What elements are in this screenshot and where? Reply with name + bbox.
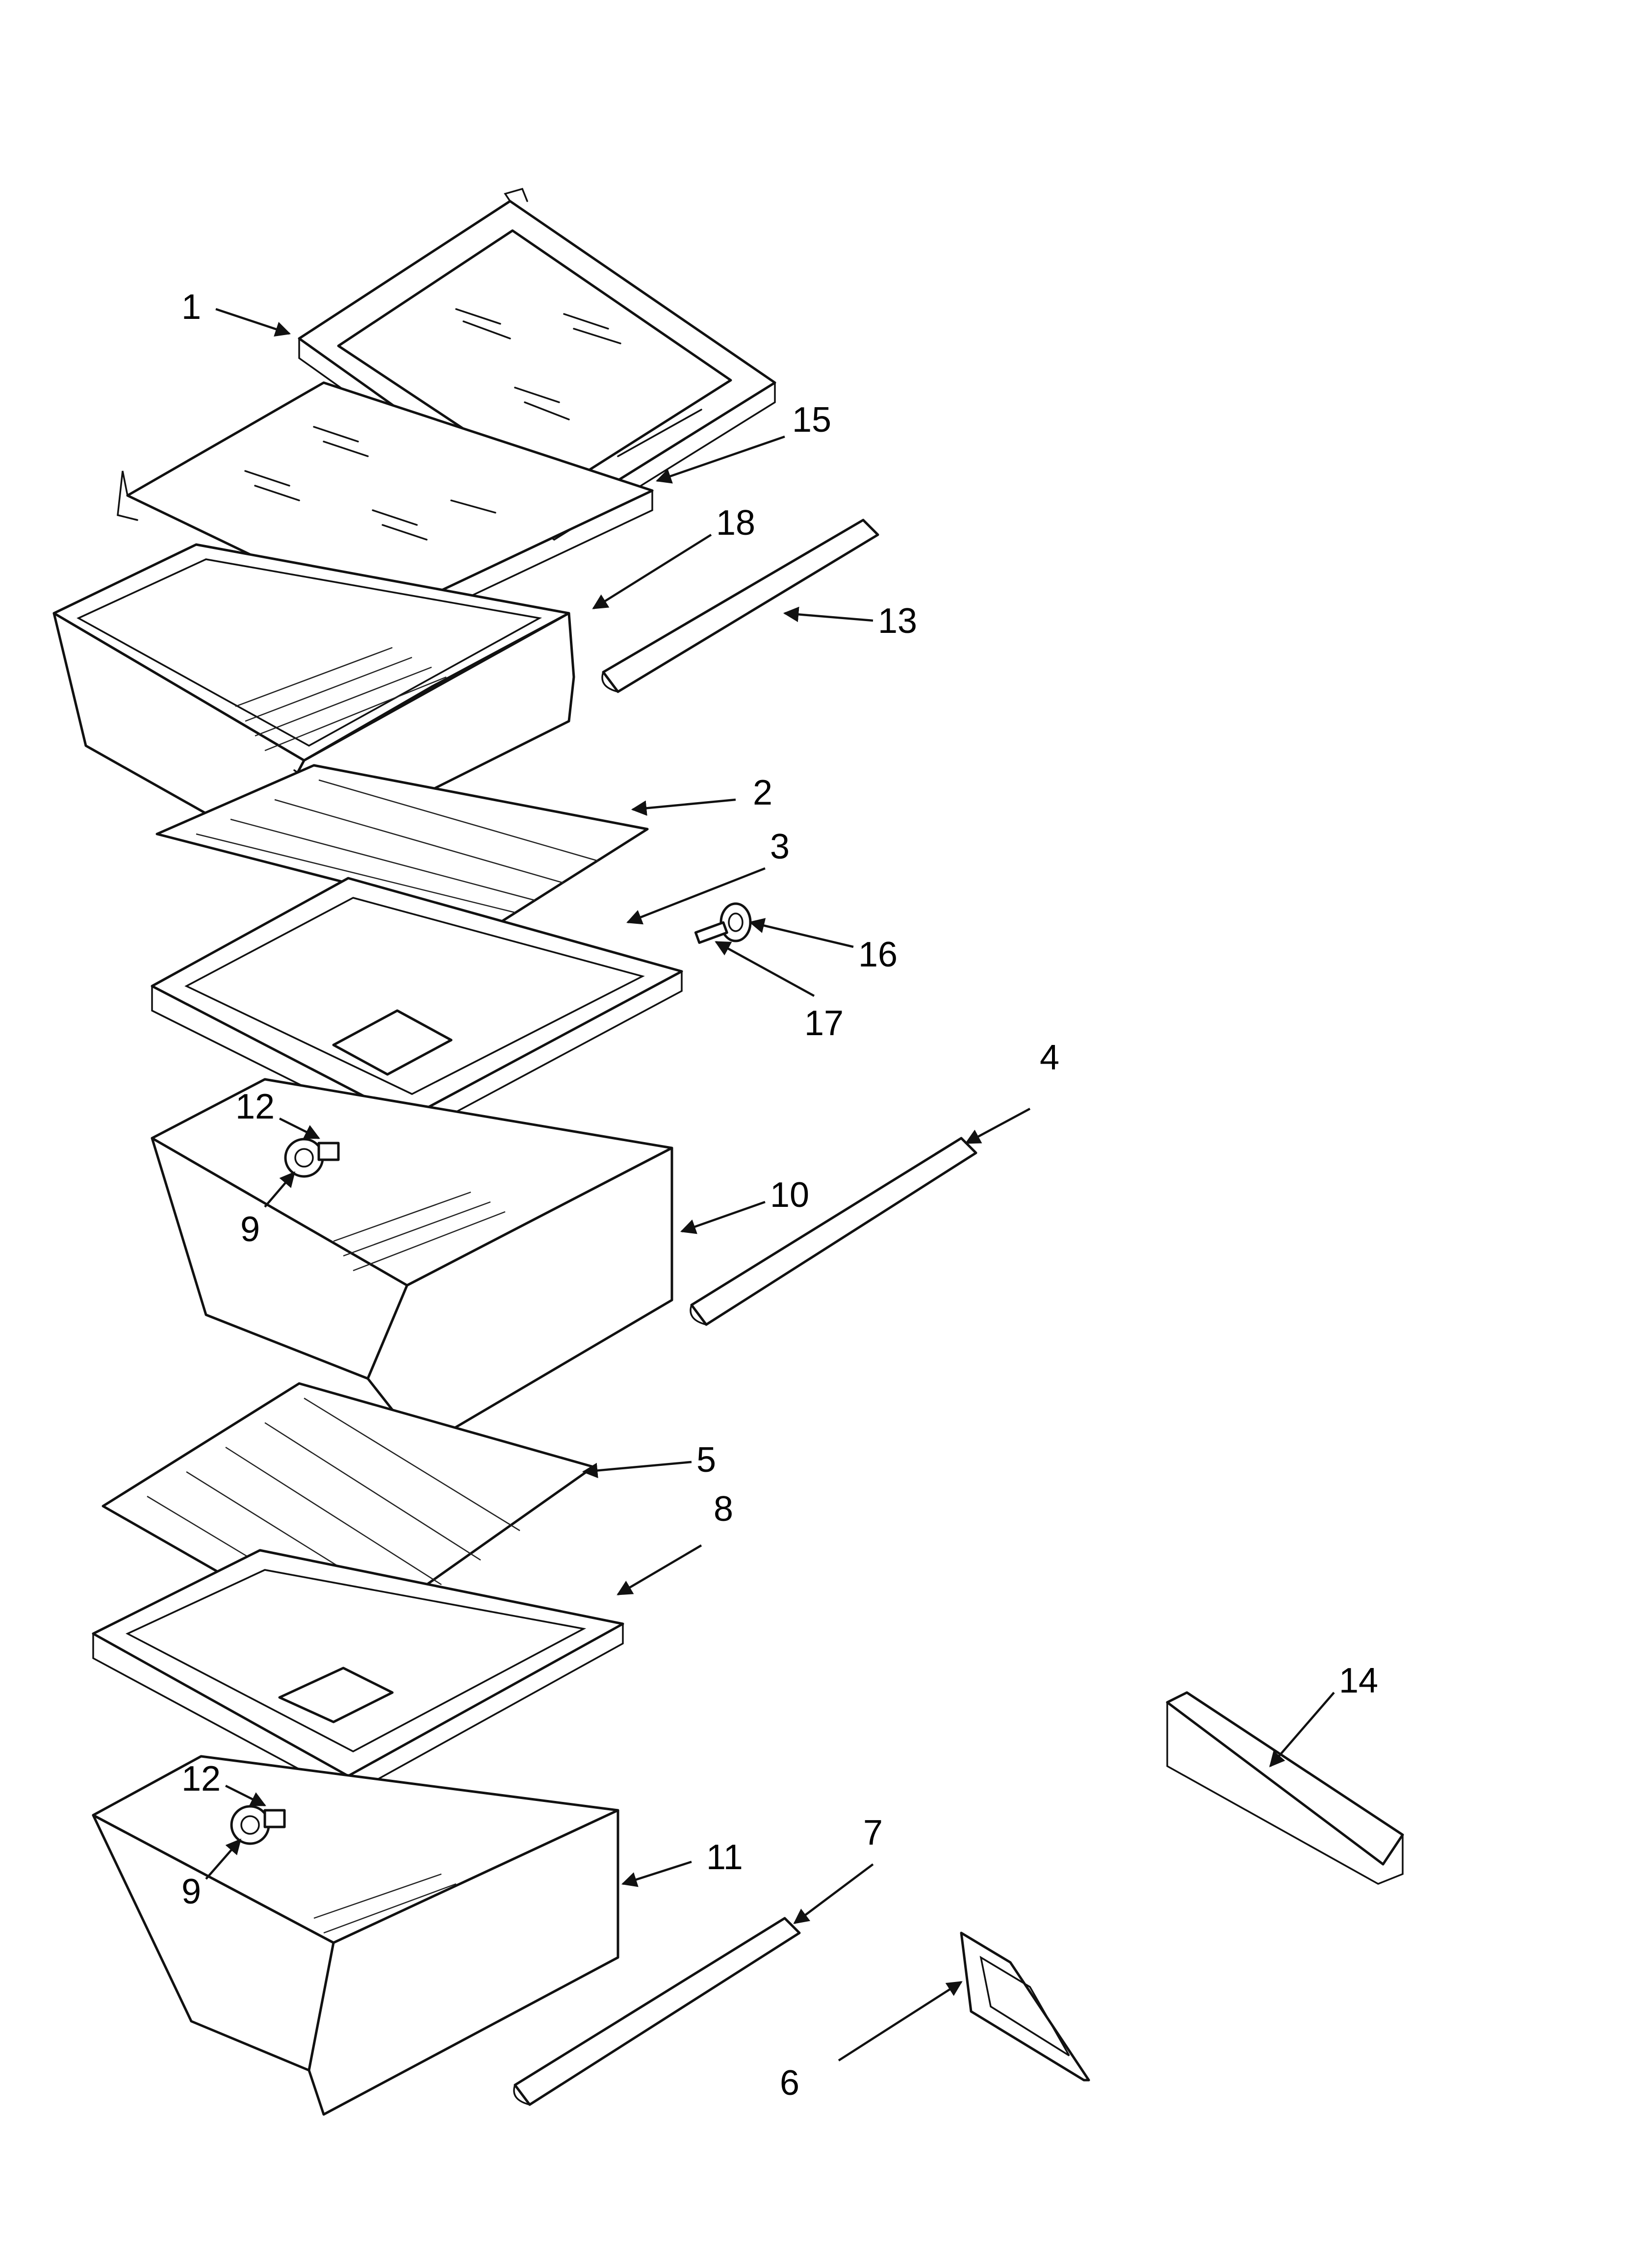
callout-11: 11 [706,1838,743,1877]
callout-15: 15 [792,400,831,440]
part-11-drawer [92,1755,619,2116]
callout-8: 8 [714,1489,733,1529]
leader-lines [205,308,1335,2061]
callout-12-upper: 12 [235,1087,275,1126]
part-7-trim [513,1917,801,2106]
callout-3: 3 [770,827,790,866]
callout-10: 10 [770,1175,809,1215]
callout-7: 7 [863,1813,883,1852]
callout-14: 14 [1339,1661,1378,1700]
part-17-screw [694,921,728,944]
callout-5: 5 [696,1440,716,1480]
callout-2: 2 [753,773,772,812]
part-12-9-lower [230,1805,286,1845]
callout-labels: 1 15 18 13 2 3 16 17 4 12 9 10 5 8 14 12… [181,287,1378,2103]
callout-17: 17 [804,1004,844,1043]
callout-18: 18 [716,503,755,543]
part-4-trim [690,1137,977,1326]
part-16-roller [719,902,752,942]
part-8-frame [92,1549,624,1797]
callout-16: 16 [858,935,898,974]
part-12-9-upper [284,1138,340,1178]
callout-4: 4 [1040,1038,1059,1077]
callout-13: 13 [878,601,917,641]
part-10-drawer [151,1078,673,1449]
callout-9-lower: 9 [181,1872,201,1911]
callout-6: 6 [780,2063,799,2103]
callout-12-lower: 12 [181,1759,221,1799]
part-13-trim [601,519,879,693]
callout-1: 1 [181,287,201,327]
part-6-holder [960,1931,1090,2082]
callout-9-upper: 9 [240,1210,260,1249]
part-14-bracket [1166,1691,1404,1885]
part-1-shelf [298,187,776,541]
